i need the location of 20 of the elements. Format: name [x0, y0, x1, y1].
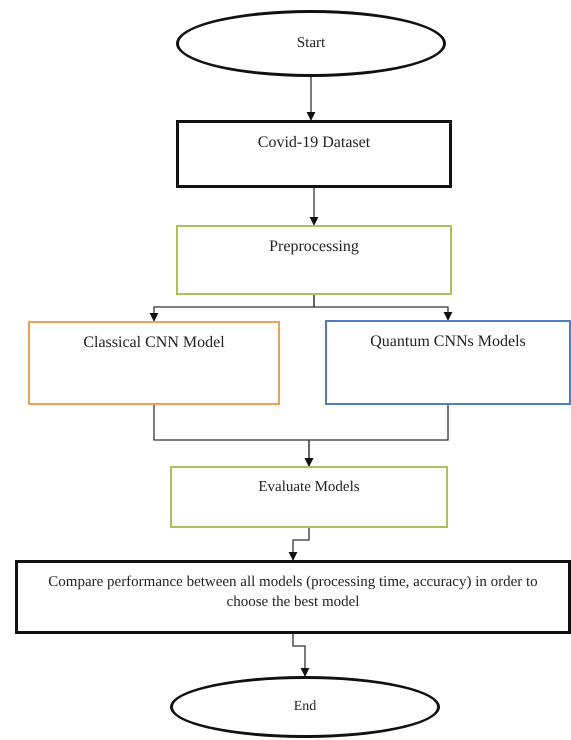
arrow — [304, 405, 449, 467]
node-text: Evaluate Models — [258, 478, 360, 497]
node-text: Classical CNN Model — [83, 333, 225, 353]
process-box — [15, 560, 571, 634]
arrow — [292, 634, 310, 677]
arrow — [288, 528, 310, 561]
process-box — [176, 225, 452, 295]
arrow — [313, 295, 453, 321]
node-text: Covid-19 Dataset — [258, 133, 370, 153]
node-text: Quantum CNNs Models — [370, 332, 526, 352]
arrow — [309, 188, 319, 226]
process-box — [28, 321, 280, 405]
process-box — [176, 120, 452, 188]
node-text: Compare performance between all models (processing time, accuracy) in order to choose the best model — [47, 573, 539, 612]
node-text: Start — [296, 34, 326, 53]
arrow — [306, 77, 316, 121]
process-box — [170, 466, 448, 528]
node-text: End — [294, 698, 316, 716]
process-box — [325, 320, 571, 405]
node-text: Preprocessing — [269, 237, 359, 257]
